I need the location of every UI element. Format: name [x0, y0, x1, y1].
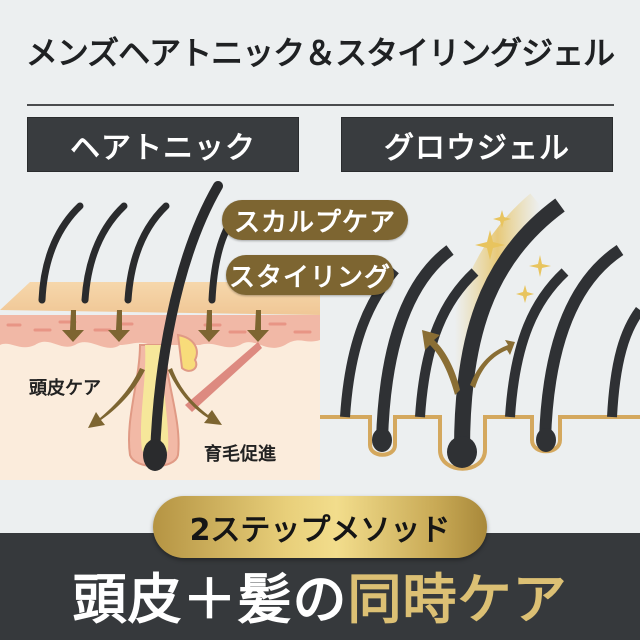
headline-white: 頭皮＋髪の	[72, 568, 348, 631]
sparkle-icon	[475, 210, 551, 303]
down-arrow-icon	[62, 310, 269, 428]
grow-gel-label: グロウジェル	[341, 117, 613, 172]
two-step-method-badge: 2ステップメソッド	[153, 496, 487, 558]
hair-growth-annotation: 育毛促進	[204, 444, 276, 465]
hair-tonic-label: ヘアトニック	[27, 117, 299, 172]
headline-gold: 同時ケア	[347, 568, 568, 631]
styling-pill: スタイリング	[226, 255, 394, 295]
page-title: メンズヘアトニック＆スタイリングジェル	[25, 34, 615, 72]
hair-illustration	[0, 180, 640, 520]
skin-cross-section	[0, 282, 320, 480]
title-divider	[27, 104, 614, 106]
up-arrow-icon	[422, 330, 515, 395]
scalp-care-pill: スカルプケア	[222, 200, 408, 240]
headline: 頭皮＋髪の同時ケア	[0, 555, 640, 634]
scalp-care-annotation: 頭皮ケア	[29, 378, 101, 399]
